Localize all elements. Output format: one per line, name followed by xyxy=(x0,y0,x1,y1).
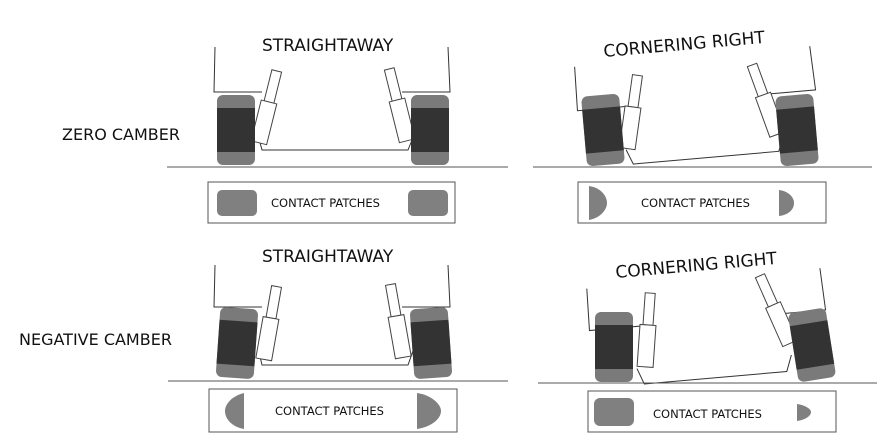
right-strut xyxy=(383,67,416,144)
panel-title: STRAIGHTAWAY xyxy=(262,247,394,267)
left-strut xyxy=(255,285,283,362)
contact-patch-label: CONTACT PATCHES xyxy=(653,407,762,421)
contact-patch-right xyxy=(779,190,794,216)
panel-negative-straightaway: STRAIGHTAWAY CONTACT PATCHES xyxy=(168,247,508,433)
contact-patch-left xyxy=(225,393,244,429)
lower-control-arm xyxy=(257,347,415,366)
chassis-outline-right xyxy=(402,46,451,93)
left-strut xyxy=(618,74,643,151)
contact-patch-label: CONTACT PATCHES xyxy=(275,404,384,418)
left-tire xyxy=(217,95,255,165)
right-tire xyxy=(410,307,452,379)
contact-patch-left xyxy=(217,190,257,216)
chassis-outline-right xyxy=(402,264,451,308)
contact-patch-right xyxy=(417,393,441,429)
contact-patch-label: CONTACT PATCHES xyxy=(271,196,380,210)
right-tire xyxy=(775,93,819,167)
left-strut xyxy=(636,292,657,368)
panel-zero-straightaway: STRAIGHTAWAY CONTACT PATCHES xyxy=(167,36,508,224)
chassis-outline-left xyxy=(213,264,262,308)
panel-title: STRAIGHTAWAY xyxy=(262,36,394,56)
left-tire xyxy=(595,312,633,382)
left-tire xyxy=(581,93,625,167)
row-label-negative-camber: NEGATIVE CAMBER xyxy=(19,330,172,349)
right-tire xyxy=(411,95,449,165)
chassis-outline-left xyxy=(213,46,262,93)
left-tire xyxy=(216,307,258,379)
contact-patch-label: CONTACT PATCHES xyxy=(641,196,750,210)
panel-zero-cornering: CORNERING RIGHT CONTACT xyxy=(533,28,872,224)
contact-patch-right xyxy=(408,190,448,216)
contact-patch-left xyxy=(589,186,607,220)
contact-patch-right xyxy=(797,404,811,421)
row-label-zero-camber: ZERO CAMBER xyxy=(62,125,180,144)
panel-title: CORNERING RIGHT xyxy=(615,249,779,283)
panel-title: CORNERING RIGHT xyxy=(603,28,767,62)
right-strut xyxy=(384,283,412,360)
right-strut xyxy=(754,273,799,348)
lower-control-arm xyxy=(257,134,415,151)
contact-patch-left xyxy=(594,398,634,426)
panel-negative-cornering: CORNERING RIGHT CONTACT PATCHES xyxy=(538,249,877,433)
contact-patch-box xyxy=(208,388,458,433)
left-strut xyxy=(250,69,283,146)
right-tire xyxy=(788,308,836,382)
